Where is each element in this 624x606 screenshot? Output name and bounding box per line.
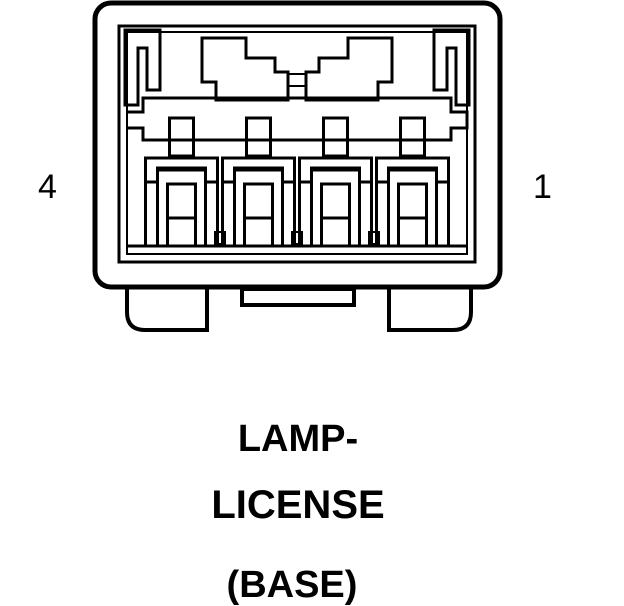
terminal-window-top — [399, 116, 426, 158]
terminal-pin — [243, 182, 274, 220]
terminal-cavity — [156, 168, 207, 246]
pin-4-label: 4 — [38, 168, 57, 206]
center-key — [240, 287, 356, 307]
terminal-window-top — [322, 116, 349, 158]
right-foot — [387, 289, 473, 332]
terminal-cavity — [387, 168, 438, 246]
center-latch-right — [304, 36, 394, 102]
caption-line-2: LICENSE — [211, 483, 385, 527]
terminal-rib — [221, 182, 296, 246]
terminal-rib — [144, 182, 219, 246]
connector-inner-frame — [117, 24, 477, 264]
terminal-rib — [298, 182, 373, 246]
pin-1-label: 1 — [533, 168, 552, 206]
terminal-rib — [375, 182, 450, 246]
cavity-divider-mark — [291, 231, 303, 245]
cavity-divider-mark — [214, 231, 226, 245]
terminal-window-top — [168, 116, 195, 158]
terminal-window-top — [245, 116, 272, 158]
left-lock-post — [123, 28, 162, 107]
cavity-divider-mark — [368, 231, 380, 245]
terminal-pin — [397, 182, 428, 220]
left-foot — [125, 289, 209, 332]
caption-line-1: LAMP- — [237, 418, 359, 460]
terminal-cavity — [310, 168, 361, 246]
center-latch-left — [200, 36, 290, 102]
terminal-pin — [320, 182, 351, 220]
terminal-band — [127, 96, 469, 142]
terminal-cavity — [233, 168, 284, 246]
terminal-pin — [166, 182, 197, 220]
caption-line-3: (BASE) — [226, 564, 358, 606]
center-latch-gap — [287, 73, 307, 87]
right-lock-post — [432, 28, 471, 107]
connector-inner-frame-2 — [126, 31, 468, 255]
